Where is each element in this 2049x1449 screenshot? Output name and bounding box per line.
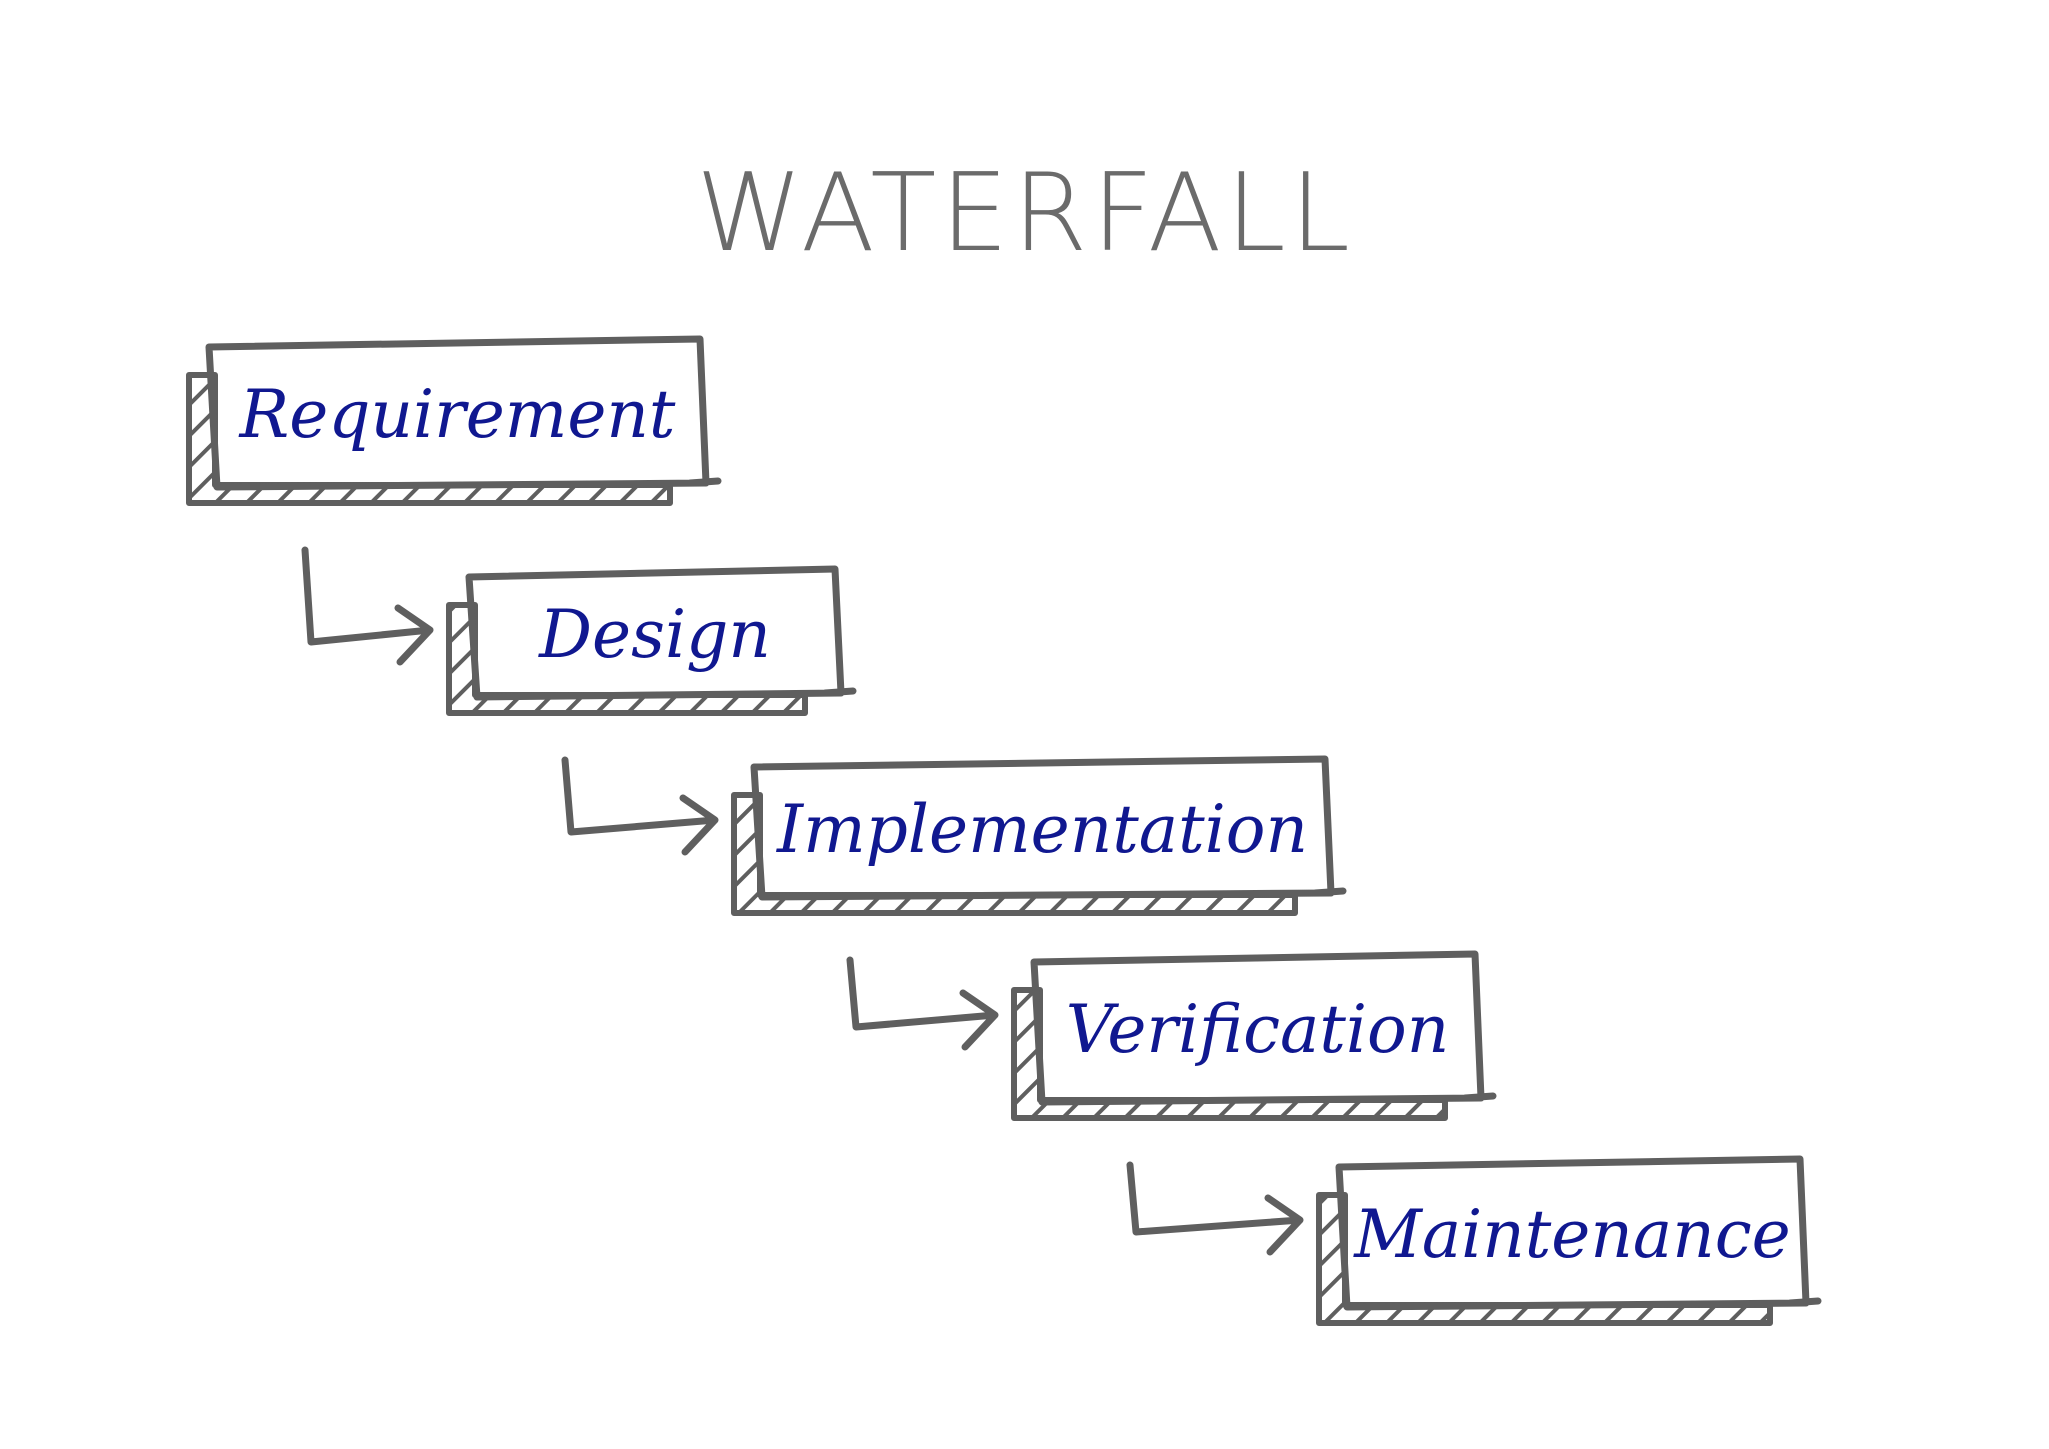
step-requirement: Requirement (186, 335, 722, 506)
steps-layer: RequirementDesignImplementationVerificat… (186, 335, 1822, 1326)
step-box (1030, 950, 1497, 1106)
flow-arrow (301, 546, 434, 666)
step-label: Maintenance (1353, 1196, 1791, 1273)
flow-arrow (846, 956, 999, 1051)
step-box (205, 335, 722, 491)
diagram-title: WATERFALL (696, 151, 1354, 276)
step-box (1335, 1155, 1822, 1311)
step-design: Design (446, 565, 857, 716)
flow-arrow (1126, 1161, 1304, 1256)
arrows-layer (301, 546, 1304, 1256)
step-maintenance: Maintenance (1316, 1155, 1822, 1326)
step-box (465, 565, 857, 701)
step-verification: Verification (1011, 950, 1497, 1121)
step-implementation: Implementation (731, 755, 1347, 916)
step-box (750, 755, 1347, 901)
step-label: Design (538, 596, 771, 673)
step-label: Requirement (239, 376, 676, 453)
step-label: Implementation (776, 791, 1308, 868)
step-label: Verification (1066, 991, 1450, 1068)
flow-arrow (561, 756, 719, 856)
